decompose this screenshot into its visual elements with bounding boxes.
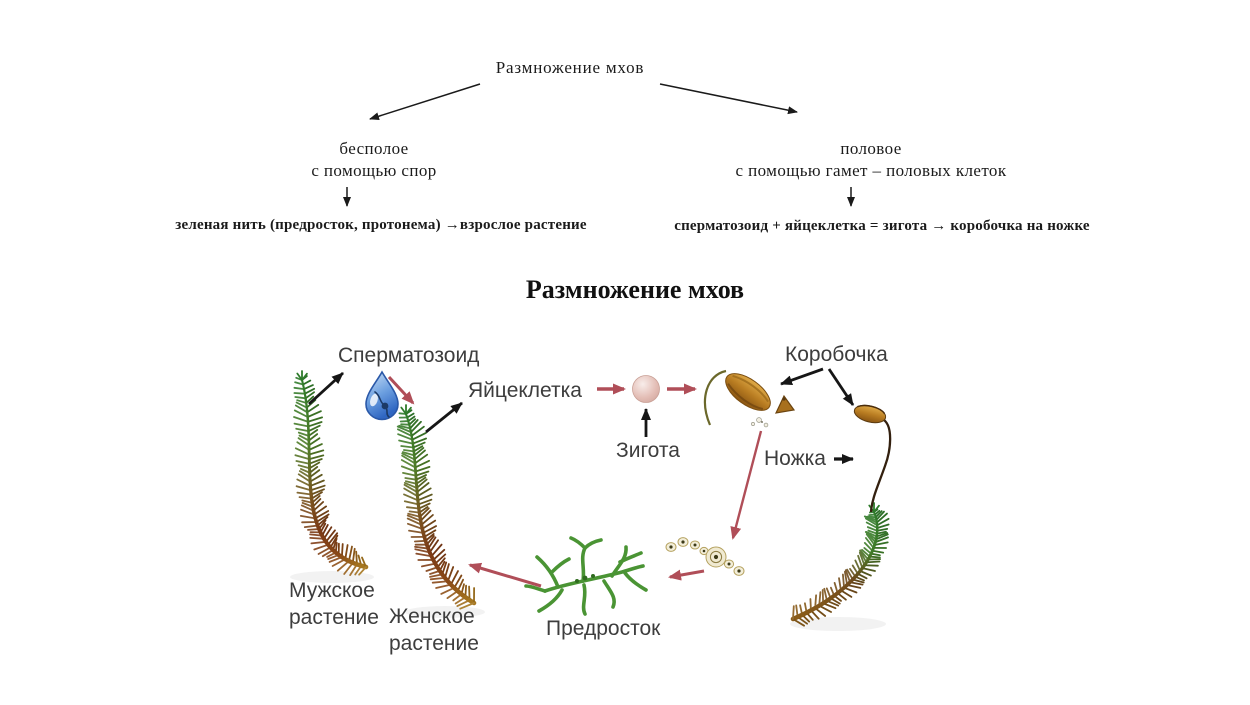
arrow-capsule-label-left — [780, 367, 824, 386]
arrow-female-to-egg-label — [425, 401, 463, 434]
female-moss-plant — [396, 404, 477, 610]
zygote-sphere — [632, 375, 660, 403]
sexual-line2: с помощью гамет – половых клеток — [735, 161, 1007, 180]
asexual-line2: с помощью спор — [311, 161, 437, 180]
diagram-title: Размножение мхов — [525, 275, 745, 304]
label-zygote: Зигота — [616, 439, 680, 462]
arrow-male-to-sperm-label — [308, 371, 344, 406]
label-protonema: Предросток — [546, 617, 661, 640]
arrow-capsule-to-spores — [730, 430, 763, 540]
label-capsule: Коробочка — [785, 343, 888, 366]
flowchart-result-asexual: зеленая нить (предросток, протонема) →вз… — [175, 217, 587, 233]
flowchart-node-asexual: бесполое с помощью спор — [311, 138, 436, 182]
arrow-title-to-sexual — [659, 83, 798, 115]
capsule-small-figure — [853, 404, 892, 513]
capsule-cap-icon — [774, 394, 796, 414]
label-egg: Яйцеклетка — [468, 379, 582, 402]
label-female-plant: Женское растение — [389, 605, 479, 655]
ground-shadows — [290, 571, 886, 631]
label-sperm: Сперматозоид — [338, 344, 480, 367]
label-stalk: Ножка — [764, 447, 826, 470]
male-moss-plant — [293, 370, 369, 576]
spore-chain-figure — [665, 537, 745, 576]
flowchart-node-sexual: половое с помощью гамет – половых клеток — [736, 138, 1007, 182]
asexual-line1: бесполое — [339, 139, 409, 158]
moss-plants — [293, 370, 890, 627]
sporophyte-moss-plant — [790, 502, 890, 627]
arrow-sperm-to-female — [387, 375, 415, 405]
capsule-large-figure — [703, 369, 796, 428]
flowchart-result-sexual: сперматозоид + яйцеклетка = зигота → кор… — [674, 218, 1090, 234]
arrow-title-to-asexual — [369, 83, 481, 121]
sperm-droplet-icon — [365, 370, 399, 421]
protonema-figure — [524, 536, 648, 616]
arrow-spores-to-protonema — [668, 569, 705, 581]
label-male-plant: Мужское растение — [289, 579, 379, 629]
sexual-line1: половое — [840, 139, 902, 158]
arrow-protonema-to-plants — [468, 562, 542, 588]
arrow-capsule-label-right — [827, 368, 855, 406]
flowchart-title: Размножение мхов — [495, 58, 645, 77]
